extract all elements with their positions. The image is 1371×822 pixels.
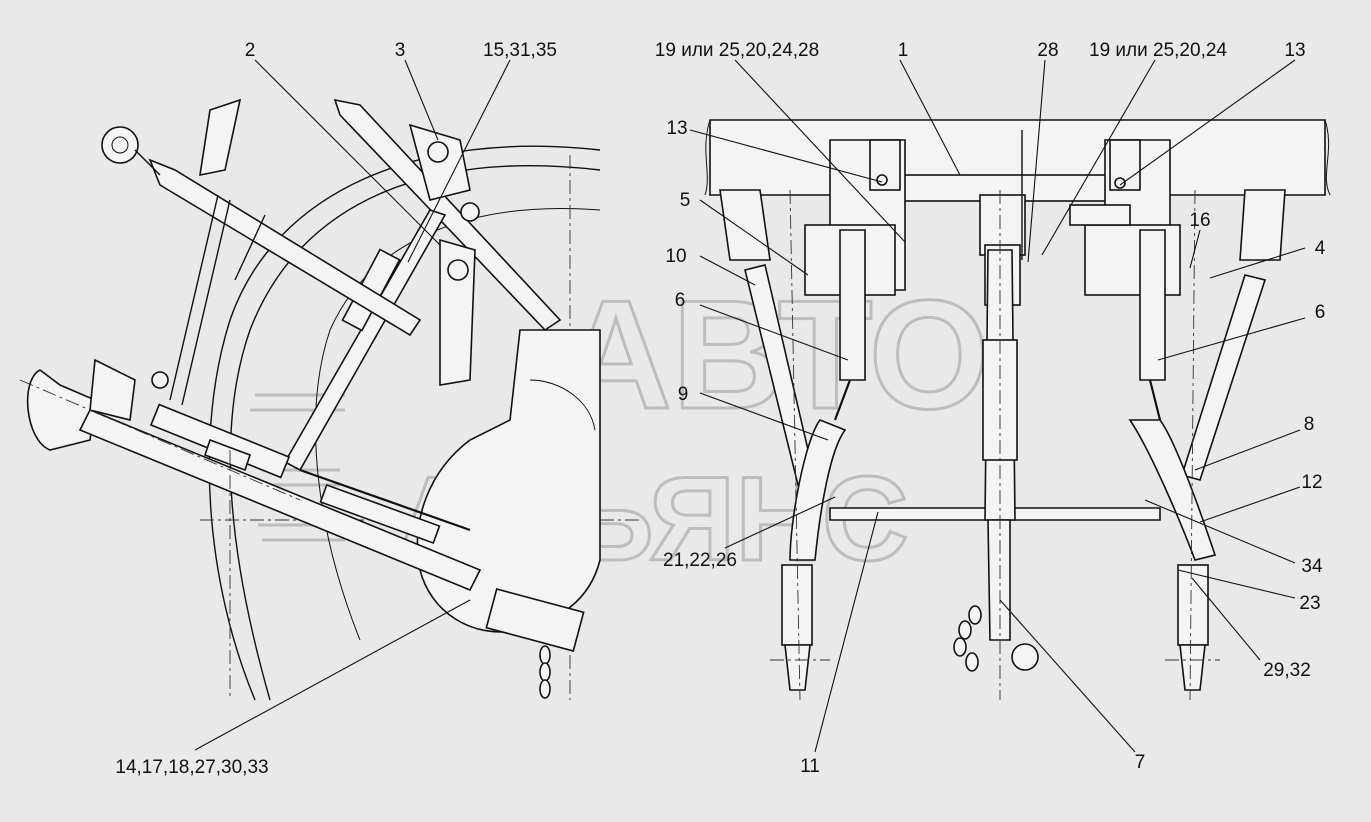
lower-link [78,408,482,592]
label-8: 8 [1304,414,1315,435]
right-lift-link [1148,379,1162,421]
hook-centerline [19,379,301,501]
housing-detail [529,379,596,431]
left-lower-tip [784,644,811,691]
label-7: 7 [1135,752,1146,773]
right-lower-tip [1179,644,1206,691]
label-10: 10 [665,246,686,267]
lower-link-clamp [203,438,252,472]
front-plate [199,98,242,177]
label-29-32: 29,32 [1263,660,1311,681]
upper-frame-bar [333,98,562,332]
right-lift-rod [1139,229,1166,381]
right-stabilizer [1180,274,1267,481]
right-pin [1069,204,1131,226]
hook-bracket [89,358,136,421]
top-link-chain [134,149,161,176]
left-lower-link [789,419,847,561]
pin-3 [427,141,449,163]
small-rod [234,214,266,281]
left-bolt [876,174,888,186]
safety-chain-right [953,605,982,672]
label-14-17-18-27-30-33: 14,17,18,27,30,33 [115,757,268,778]
pin-upper [460,202,480,222]
label-19-25-20-24: 19 или 25,20,24 [1089,40,1227,61]
label-19-25-20-24-28: 19 или 25,20,24,28 [655,40,819,61]
left-lift-link [833,379,852,421]
left-side-bracket [719,189,771,261]
wheel-inner-arc [315,208,601,641]
label-11: 11 [800,756,820,777]
label-6-right: 6 [1315,302,1326,323]
label-13-left: 13 [666,118,687,139]
label-23: 23 [1299,593,1320,614]
bottom-bracket [485,588,585,652]
lift-pin [447,259,469,281]
left-lift-rod [839,229,866,381]
label-6-left: 6 [675,290,686,311]
right-lower-end [1177,564,1209,646]
label-15-31-35: 15,31,35 [483,40,557,61]
frame-break-right [1324,119,1331,196]
right-rear-view [704,119,1331,701]
label-9: 9 [678,384,689,405]
left-axis [789,189,801,701]
label-34: 34 [1301,556,1323,577]
label-12: 12 [1301,472,1322,493]
label-1: 1 [898,40,909,61]
label-16: 16 [1189,210,1210,231]
label-5: 5 [680,190,691,211]
top-link [148,158,422,337]
label-13-right: 13 [1284,40,1305,61]
safety-chain-left [539,645,551,699]
left-side-view [19,98,640,701]
label-28: 28 [1037,40,1058,61]
label-21-22-26: 21,22,26 [663,550,737,571]
label-3: 3 [395,40,406,61]
hook-latch [151,371,169,389]
leader-lines [194,59,1306,753]
part-labels: 2 3 15,31,35 14,17,18,27,30,33 19 или 25… [115,40,1325,778]
tow-hook [26,369,96,451]
stabilizer [319,483,441,545]
right-axis [1189,189,1196,701]
lift-brace [283,209,447,472]
right-side-bracket [1239,189,1286,261]
top-link-eye-inner [111,136,129,154]
left-lower-end [781,564,813,646]
frame-break-left [704,119,711,196]
center-eye [1011,643,1039,671]
label-4: 4 [1315,238,1326,259]
lower-link-rod [299,468,471,532]
support-stay [169,194,219,401]
right-lower-link [1128,419,1217,561]
label-2: 2 [245,40,256,61]
support-stay-2 [181,199,231,406]
right-bolt [1114,177,1126,189]
top-link-eye [101,126,139,164]
center-lower-rod [987,519,1011,641]
